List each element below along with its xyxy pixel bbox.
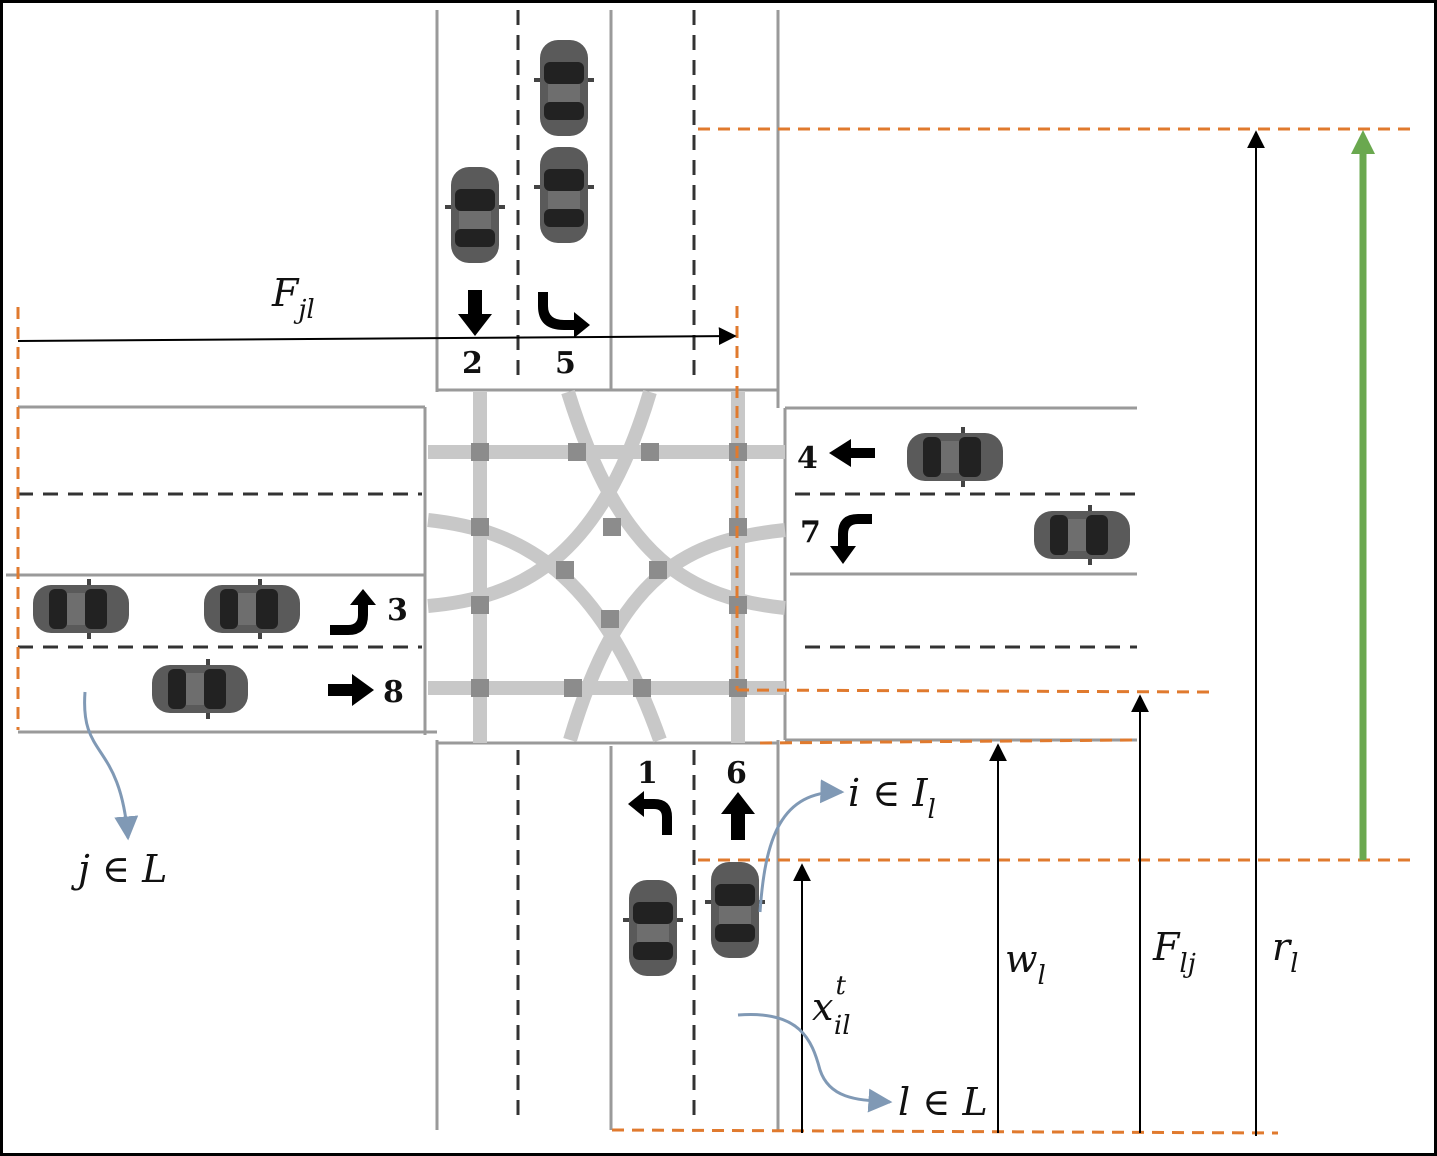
label-F-jl: Fjl bbox=[271, 271, 315, 325]
conflict-points bbox=[471, 443, 747, 697]
label-F-lj: Flj bbox=[1152, 925, 1196, 979]
lane-number-4: 4 bbox=[797, 441, 818, 476]
car-icon bbox=[534, 147, 594, 243]
dimension-arrows bbox=[17, 130, 1265, 1136]
turn-arrow-icon bbox=[330, 589, 376, 635]
lane-number-6: 6 bbox=[726, 756, 747, 791]
straight-arrow-icon bbox=[829, 439, 875, 467]
label-i-in-I: i ∈ Il bbox=[848, 771, 936, 825]
straight-arrow-icon bbox=[721, 792, 755, 840]
lane-dividers bbox=[18, 10, 1137, 1125]
movement-arrows bbox=[328, 290, 875, 840]
vehicles bbox=[33, 40, 1130, 976]
intersection-diagram: 2 5 4 7 3 8 1 6 Fjl j ∈ L i ∈ Il l ∈ L x… bbox=[6, 10, 1415, 1136]
lane-boundaries bbox=[16, 127, 1415, 1135]
car-icon bbox=[33, 579, 129, 639]
straight-arrow-icon bbox=[458, 290, 492, 336]
label-r-l: rl bbox=[1272, 925, 1299, 979]
green-signal-arrow bbox=[1351, 130, 1375, 860]
car-icon bbox=[534, 40, 594, 136]
lane-number-3: 3 bbox=[387, 593, 408, 628]
lane-number-8: 8 bbox=[383, 675, 404, 710]
annotation-arrows bbox=[83, 691, 893, 1113]
label-l-in-L: l ∈ L bbox=[898, 1080, 988, 1124]
label-j-in-L: j ∈ L bbox=[71, 847, 167, 891]
lane-number-7: 7 bbox=[800, 515, 821, 550]
lane-number-2: 2 bbox=[462, 346, 483, 381]
car-icon bbox=[1034, 505, 1130, 565]
car-icon bbox=[445, 167, 505, 263]
car-icon bbox=[152, 659, 248, 719]
lane-number-1: 1 bbox=[637, 756, 658, 791]
turn-arrow-icon bbox=[628, 791, 672, 835]
car-icon bbox=[705, 862, 765, 958]
car-icon bbox=[623, 880, 683, 976]
lane-number-5: 5 bbox=[555, 346, 576, 381]
straight-arrow-icon bbox=[328, 674, 374, 706]
turn-arrow-icon bbox=[830, 514, 872, 564]
turn-arrow-icon bbox=[538, 292, 590, 338]
label-w-l: wl bbox=[1005, 937, 1046, 991]
car-icon bbox=[204, 579, 300, 639]
car-icon bbox=[907, 427, 1003, 487]
